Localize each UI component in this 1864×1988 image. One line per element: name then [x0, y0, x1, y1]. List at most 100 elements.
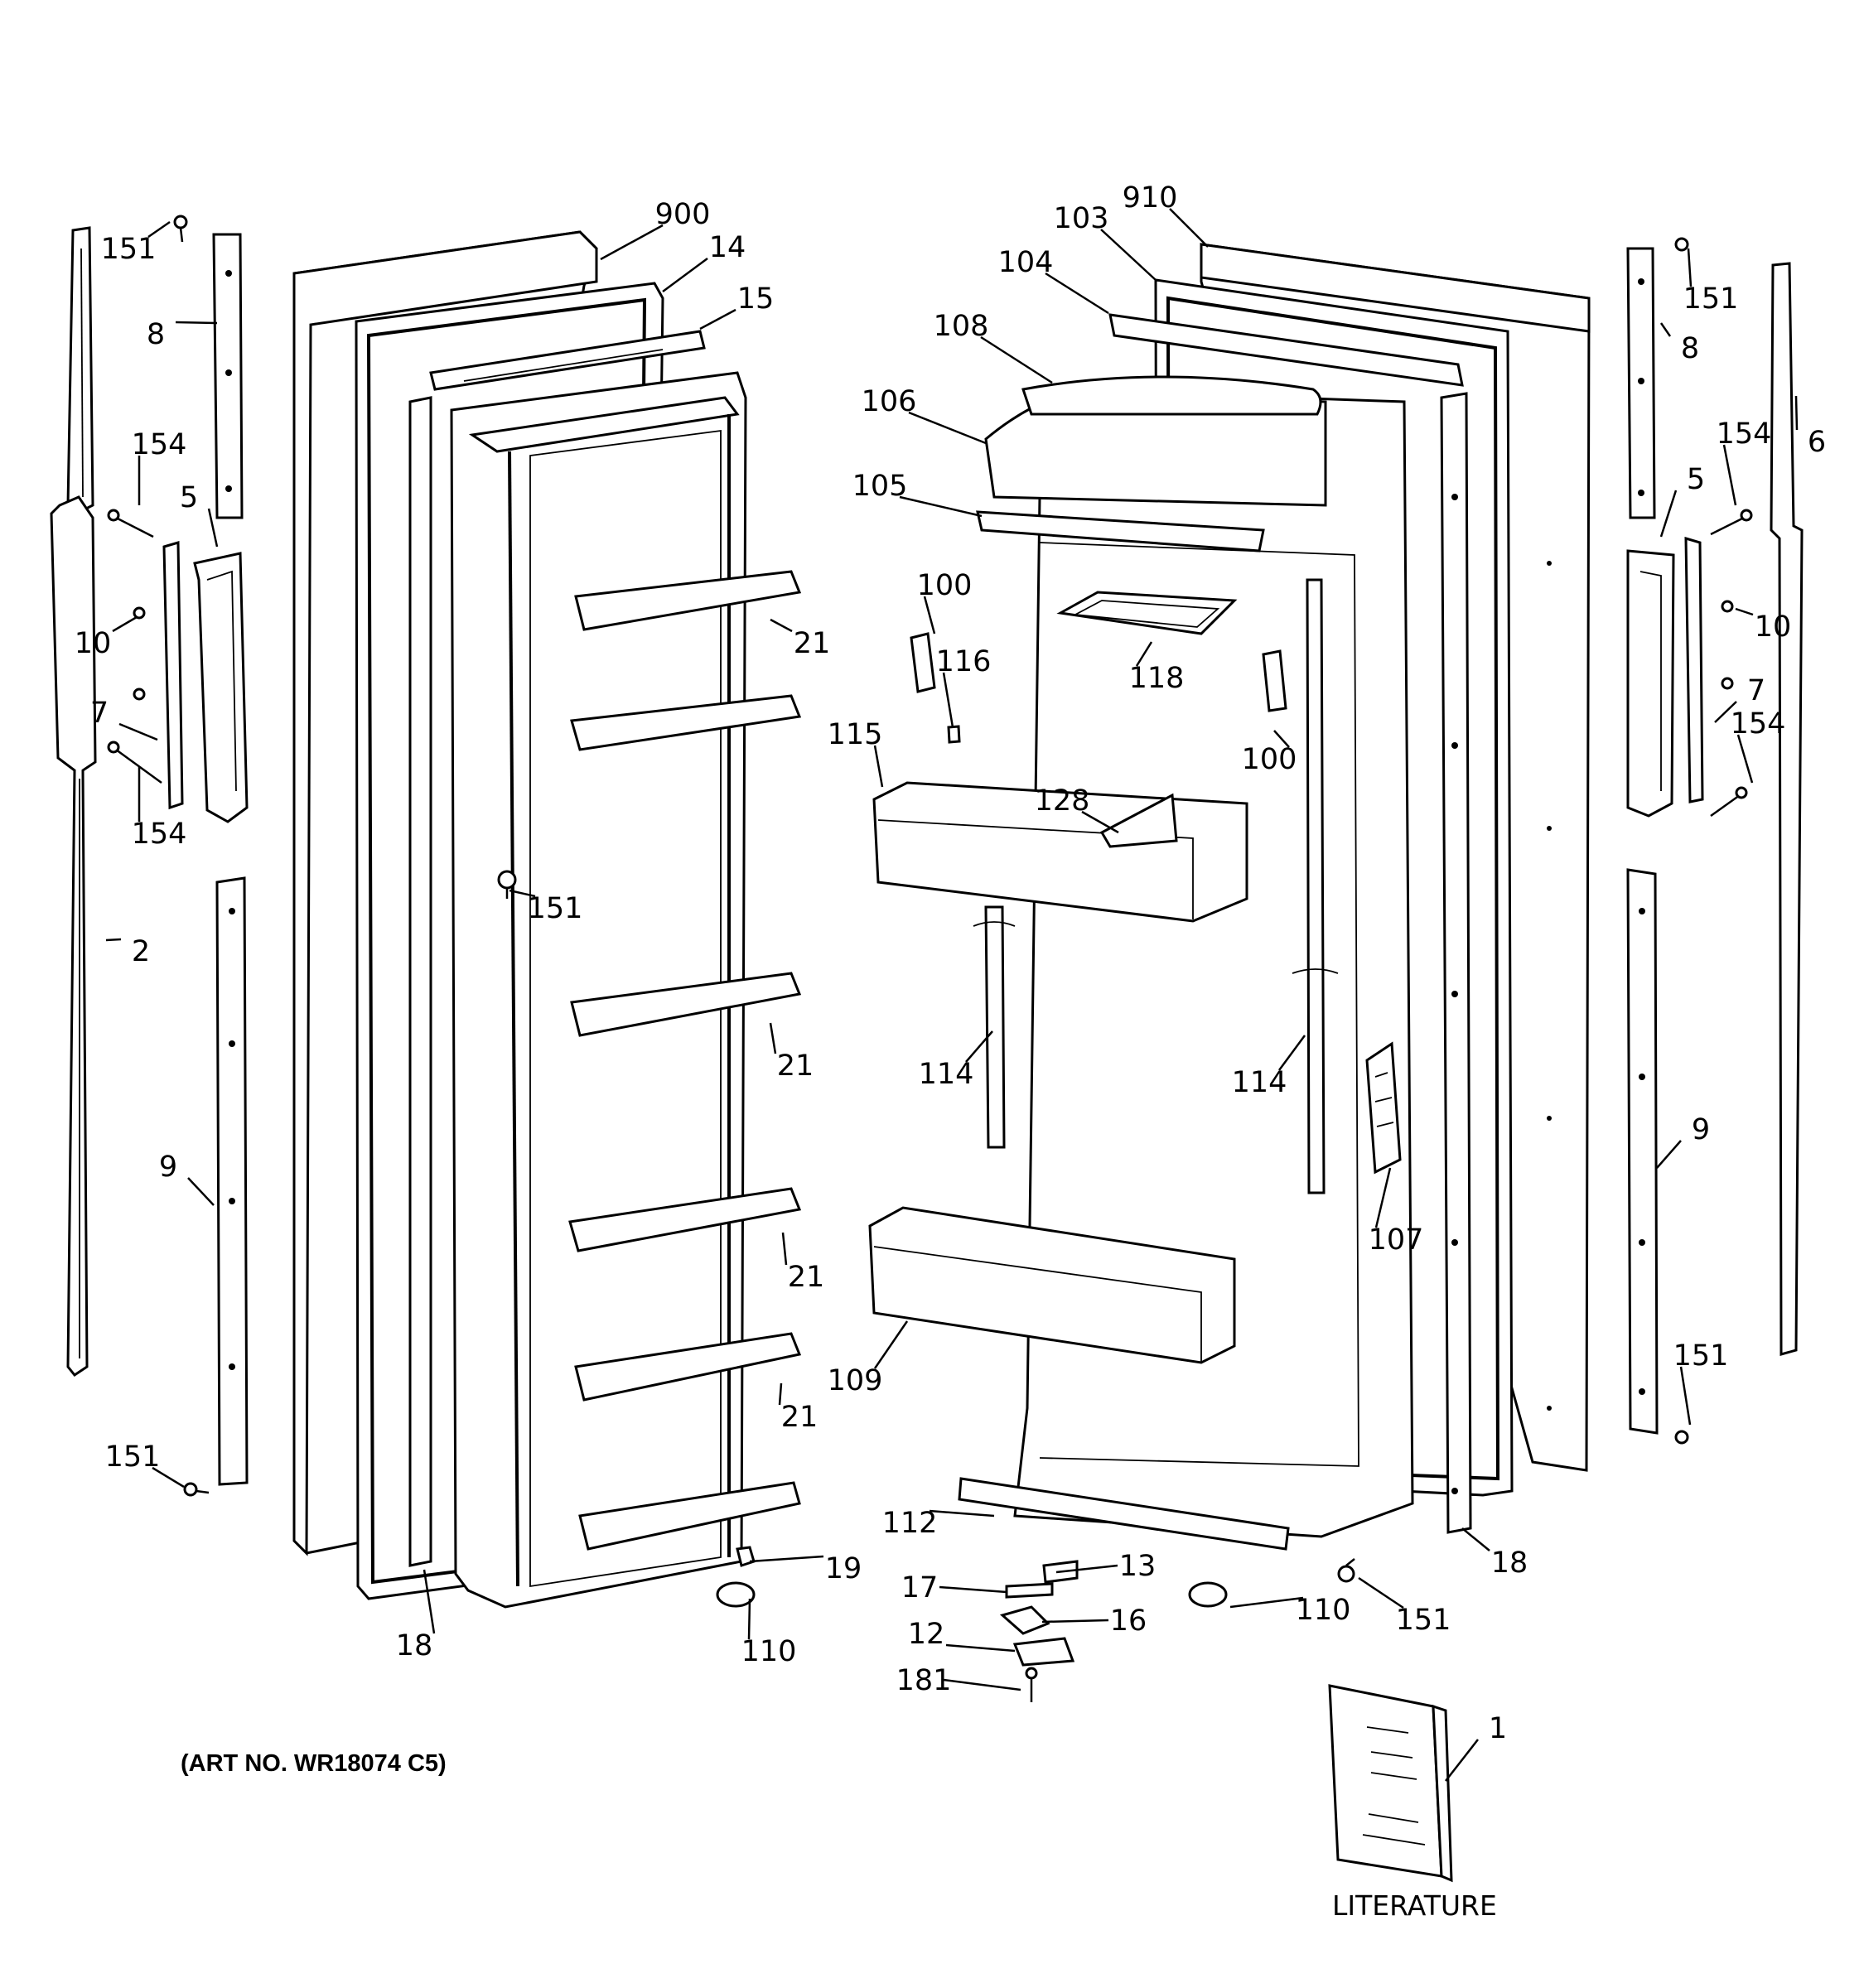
- left-door-breaker-strip-15: [429, 330, 706, 391]
- callout-label-21-b: 21: [777, 1049, 814, 1083]
- callout-label-12: 12: [908, 1618, 945, 1651]
- callout-leader-114-l: [965, 1030, 993, 1063]
- right-handle-cap-8: [1626, 247, 1656, 519]
- callout-label-151-bl: 151: [105, 1440, 161, 1474]
- hinge-parts: [999, 1560, 1079, 1702]
- callout-leader-21-a: [770, 618, 793, 633]
- callout-leader-151-br: [1358, 1576, 1404, 1609]
- callout-leader-118: [1135, 641, 1153, 667]
- callout-leader-114-r: [1277, 1035, 1306, 1071]
- callout-label-13: 13: [1119, 1550, 1157, 1583]
- callout-label-110-r: 110: [1296, 1594, 1351, 1627]
- callout-leader-154-r1: [1722, 444, 1737, 506]
- callout-label-112: 112: [882, 1507, 938, 1540]
- callout-label-118: 118: [1129, 662, 1185, 695]
- right-door-hinge-cover-107: [1365, 1041, 1402, 1175]
- callout-leader-21-b: [769, 1022, 777, 1054]
- callout-label-151-tl: 151: [101, 233, 157, 266]
- literature-booklet-1: [1328, 1684, 1453, 1883]
- callout-leader-17: [939, 1585, 1007, 1594]
- right-door-egg-tray-118: [1056, 591, 1238, 635]
- callout-label-110-l: 110: [741, 1635, 797, 1668]
- literature-label: LITERATURE: [1332, 1889, 1497, 1922]
- right-door-dairy-shelf-105: [976, 510, 1265, 552]
- callout-label-10-l: 10: [75, 627, 112, 660]
- right-door-bottom-trim-112: [958, 1477, 1290, 1551]
- right-screw-151-bottom: [1674, 1430, 1689, 1445]
- callout-label-151-rr: 151: [1673, 1339, 1729, 1373]
- left-handle-lower-9: [215, 876, 249, 1486]
- left-screw-154-top: [107, 509, 154, 538]
- left-screw-151-top: [173, 215, 188, 243]
- right-door-bushing-110: [1188, 1581, 1228, 1608]
- callout-label-1: 1: [1489, 1712, 1507, 1745]
- callout-label-21-a: 21: [794, 627, 831, 660]
- callout-leader-9-r: [1656, 1140, 1682, 1169]
- callout-leader-151-tr: [1687, 248, 1693, 287]
- callout-leader-2: [105, 938, 122, 942]
- callout-leader-115: [873, 745, 884, 788]
- callout-leader-16: [1041, 1619, 1109, 1624]
- left-handle-5: [193, 552, 249, 823]
- callout-label-115: 115: [828, 718, 883, 751]
- left-handle-cap-8: [212, 233, 244, 519]
- callout-label-5-l: 5: [180, 481, 198, 514]
- left-door-liner: [450, 371, 747, 1609]
- callout-leader-105: [899, 495, 983, 518]
- callout-leader-181: [943, 1678, 1021, 1691]
- callout-leader-910: [1169, 208, 1209, 248]
- callout-leader-7-l: [118, 722, 158, 741]
- callout-label-106: 106: [862, 385, 917, 418]
- right-handle-lower-9: [1626, 868, 1659, 1435]
- callout-label-9-r: 9: [1692, 1113, 1710, 1146]
- callout-label-16: 16: [1110, 1604, 1147, 1638]
- callout-leader-8-l: [175, 321, 218, 325]
- callout-label-151-tr: 151: [1683, 282, 1739, 316]
- callout-leader-104: [1045, 272, 1109, 315]
- left-door-hinge-19: [736, 1546, 756, 1567]
- callout-label-900: 900: [655, 198, 711, 231]
- callout-label-128: 128: [1035, 784, 1090, 818]
- callout-label-8-r: 8: [1681, 332, 1699, 365]
- callout-leader-110-l: [747, 1598, 751, 1640]
- callout-label-108: 108: [934, 310, 989, 343]
- left-handle-strip-7: [162, 541, 184, 810]
- callout-label-114-r: 114: [1232, 1066, 1287, 1099]
- callout-label-10-r: 10: [1755, 610, 1792, 644]
- callout-label-154-r2: 154: [1731, 707, 1786, 741]
- callout-leader-14: [662, 257, 708, 293]
- right-screws-10: [1721, 600, 1734, 690]
- callout-leader-7-r: [1714, 701, 1737, 723]
- callout-label-5-r: 5: [1687, 463, 1705, 496]
- callout-label-18-r: 18: [1491, 1546, 1528, 1580]
- callout-leader-151-m: [509, 889, 536, 898]
- callout-leader-151-rr: [1679, 1366, 1692, 1426]
- callout-leader-18-r: [1461, 1527, 1490, 1551]
- callout-label-103: 103: [1054, 202, 1109, 235]
- callout-leader-6: [1794, 395, 1799, 431]
- right-handle-5: [1626, 549, 1675, 818]
- callout-leader-151-tl: [147, 220, 171, 239]
- callout-leader-154-r2: [1736, 734, 1754, 784]
- callout-leader-18-l: [423, 1569, 436, 1634]
- callout-leader-8-r: [1659, 322, 1672, 337]
- left-trim-part-2: [50, 226, 97, 1378]
- right-door-trim-18: [1440, 392, 1472, 1534]
- right-door-bin-109: [868, 1206, 1236, 1364]
- right-screw-151-top: [1674, 237, 1689, 252]
- callout-leader-116: [942, 672, 954, 728]
- callout-label-181: 181: [896, 1664, 952, 1697]
- callout-label-8-l: 8: [147, 318, 165, 351]
- callout-leader-19: [749, 1555, 824, 1563]
- callout-leader-100-l: [923, 596, 936, 635]
- callout-label-19: 19: [825, 1552, 862, 1585]
- callout-label-14: 14: [709, 231, 746, 264]
- callout-label-154-l1: 154: [132, 428, 187, 461]
- callout-label-2: 2: [132, 935, 150, 968]
- callout-leader-10-r: [1735, 607, 1754, 616]
- right-door-liner: [1013, 388, 1414, 1538]
- left-door-screw-151: [497, 870, 517, 899]
- callout-label-100-l: 100: [917, 569, 973, 602]
- callout-leader-12: [945, 1643, 1016, 1653]
- right-door-divider-128: [1099, 793, 1178, 848]
